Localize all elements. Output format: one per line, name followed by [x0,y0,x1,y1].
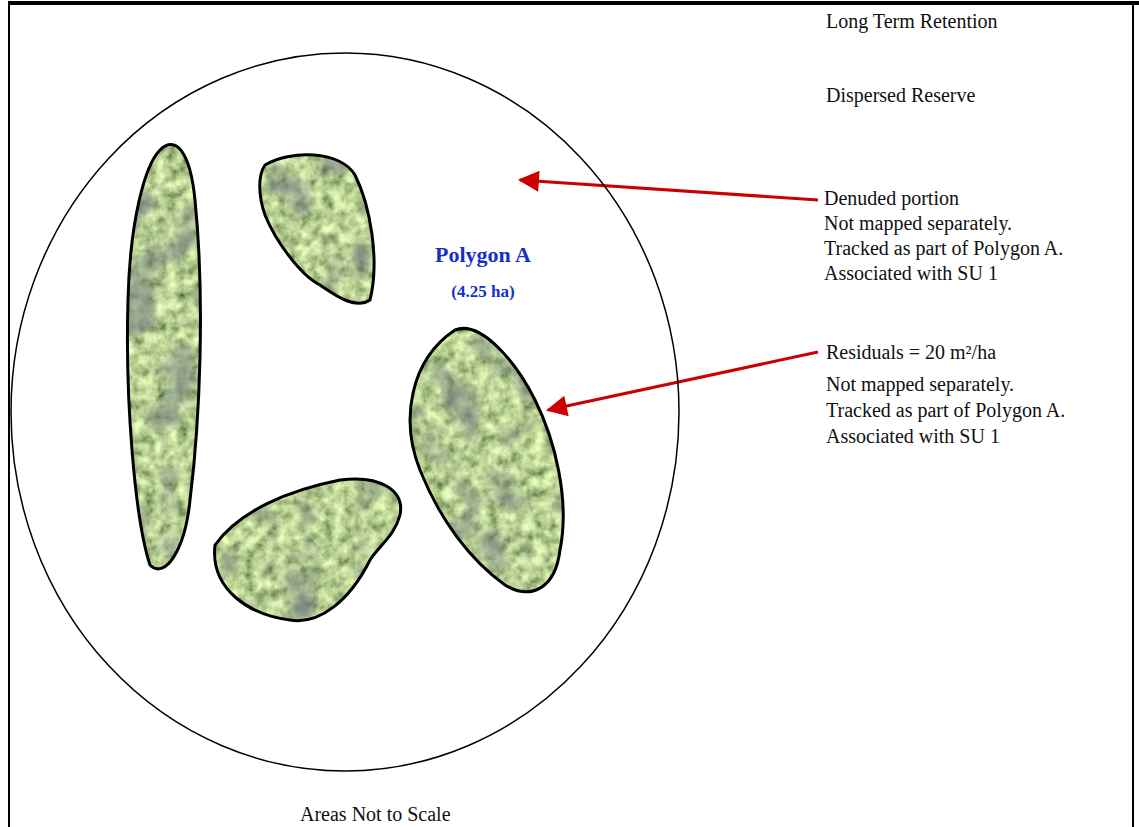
callout-note: Tracked as part of Polygon A. [824,236,1063,260]
callout-note: Denuded portion [824,186,959,210]
residual-patches [120,130,580,630]
polygon-area: (4.25 ha) [451,282,514,302]
callout-arrows [520,180,818,410]
category-heading: Long Term Retention [826,9,998,33]
callout-note: Not mapped separately. [824,211,1012,235]
category-heading: Dispersed Reserve [826,83,975,107]
callout-note: Associated with SU 1 [826,424,1000,448]
polygon-ellipse [10,52,680,772]
callout-note: Associated with SU 1 [824,261,998,285]
polygon-name: Polygon A [435,242,531,268]
callout-note: Tracked as part of Polygon A. [826,398,1065,422]
page-frame [8,3,1139,827]
scale-note: Areas Not to Scale [300,802,451,826]
polygon-outline: Polygon A (4.25 ha) [10,52,680,772]
callout-note: Residuals = 20 m²/ha [826,340,996,364]
callout-note: Not mapped separately. [826,372,1014,396]
